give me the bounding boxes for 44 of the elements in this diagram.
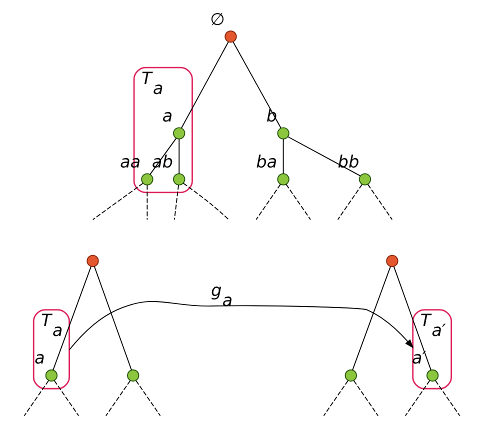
connector [366,184,392,220]
connector [434,380,460,416]
connector [135,380,160,416]
connector [404,380,430,416]
connector [285,184,310,220]
connector [23,380,48,416]
node-circle [386,254,398,268]
connector [286,136,360,176]
node-label: ba [256,151,277,172]
node-circle [126,369,139,382]
arrow [68,301,414,350]
node-label: ∅ [210,8,224,29]
connector [92,182,143,220]
node-circle [86,254,98,268]
connector [282,138,284,174]
connector [104,380,130,416]
connector [178,138,180,174]
node-circle [140,173,153,186]
connector [182,182,229,220]
connector [93,266,132,371]
node-circle [276,173,289,186]
connector [352,266,390,371]
connector [322,380,348,416]
connector [392,266,431,371]
node-label: bb [337,151,359,172]
connector [146,184,148,220]
connector [52,266,92,371]
connector [255,184,280,220]
node-circle [276,127,289,140]
node-circle [344,369,356,382]
node-circle [224,30,236,43]
node-label: a [162,105,172,126]
node-circle [426,369,438,382]
node-circle [172,127,185,140]
connector [352,380,378,416]
connector [173,184,178,220]
node-circle [44,369,58,382]
connector [232,41,281,128]
connector [336,184,362,220]
node-circle [172,173,185,186]
connector [180,41,228,128]
node-circle [358,173,371,186]
connector [53,380,79,416]
node-label: a [34,348,44,368]
